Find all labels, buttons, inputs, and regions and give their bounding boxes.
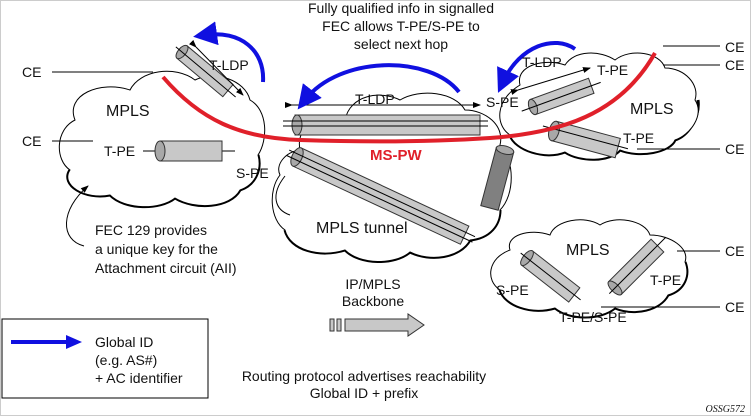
right-tpe-bottom-label: T-PE bbox=[623, 130, 654, 146]
fec-note-line2: a unique key for the bbox=[95, 241, 218, 257]
lower-mpls-cloud bbox=[490, 219, 689, 319]
left-mpls-label: MPLS bbox=[106, 103, 150, 120]
left-tpe-label: T-PE bbox=[104, 143, 135, 159]
mpls-tunnel-tube bbox=[286, 147, 476, 245]
center-tldp-tube bbox=[283, 114, 488, 136]
ms-pw-line bbox=[161, 52, 657, 144]
left-tldp-arrow bbox=[188, 39, 244, 96]
spe-pointer bbox=[275, 175, 291, 216]
ce-label-left-top: CE bbox=[22, 64, 41, 80]
lower-mpls-label: MPLS bbox=[566, 242, 610, 259]
right-mpls-label: MPLS bbox=[630, 101, 674, 118]
right-spe-label: S-PE bbox=[486, 94, 519, 110]
blue-arrow-right bbox=[497, 40, 577, 93]
dark-tunnel-tube bbox=[480, 144, 515, 211]
routing-note-line1: Routing protocol advertises reachability bbox=[242, 368, 486, 384]
right-tpe-top-label: T-PE bbox=[597, 62, 628, 78]
right-tldp-label: T-LDP bbox=[522, 54, 562, 70]
backbone-label-line1: IP/MPLS bbox=[345, 276, 400, 292]
blue-arrow-left bbox=[193, 21, 266, 83]
legend-line1: Global ID bbox=[95, 334, 153, 350]
ce-label-lower-2: CE bbox=[725, 299, 744, 315]
mpls-tunnel-label: MPLS tunnel bbox=[316, 220, 408, 237]
left-mpls-cloud bbox=[58, 70, 266, 209]
left-spe-label: S-PE bbox=[236, 165, 269, 181]
ce-label-right-1: CE bbox=[725, 39, 744, 55]
center-tldp-label: T-LDP bbox=[355, 91, 395, 107]
routing-note-line2: Global ID + prefix bbox=[310, 385, 419, 401]
figure-id: OSSG572 bbox=[706, 404, 745, 415]
left-tldp-label: T-LDP bbox=[209, 57, 249, 73]
lower-spe-tube bbox=[520, 249, 581, 303]
ce-label-right-2: CE bbox=[725, 57, 744, 73]
fec-note-pointer bbox=[66, 185, 89, 247]
title-note-line3: select next hop bbox=[354, 36, 448, 52]
legend-box: Global ID (e.g. AS#) + AC identifier bbox=[1, 318, 209, 399]
legend-line2: (e.g. AS#) bbox=[95, 352, 157, 368]
ce-label-lower-1: CE bbox=[725, 243, 744, 259]
ms-pw-label: MS-PW bbox=[370, 147, 423, 164]
lower-tpe-spe-label: T-PE/S-PE bbox=[559, 309, 627, 325]
ce-label-left-bottom: CE bbox=[22, 133, 41, 149]
backbone-arrow-icon bbox=[329, 313, 425, 337]
ce-label-right-3: CE bbox=[725, 141, 744, 157]
fec-note-line3: Attachment circuit (AII) bbox=[95, 260, 237, 276]
lower-tpe-label: T-PE bbox=[650, 272, 681, 288]
backbone-label-line2: Backbone bbox=[342, 293, 404, 309]
lower-tpe-tube bbox=[607, 236, 667, 296]
right-tldp-arrow bbox=[510, 67, 591, 95]
left-tpe-tube bbox=[154, 140, 223, 162]
blue-arrow-center bbox=[297, 63, 461, 110]
title-note-line1: Fully qualified info in signalled bbox=[308, 0, 494, 16]
fec-note-line1: FEC 129 provides bbox=[95, 222, 207, 238]
lower-spe-label: S-PE bbox=[496, 282, 529, 298]
title-note-line2: FEC allows T-PE/S-PE to bbox=[322, 18, 480, 34]
legend-line3: + AC identifier bbox=[95, 370, 183, 386]
